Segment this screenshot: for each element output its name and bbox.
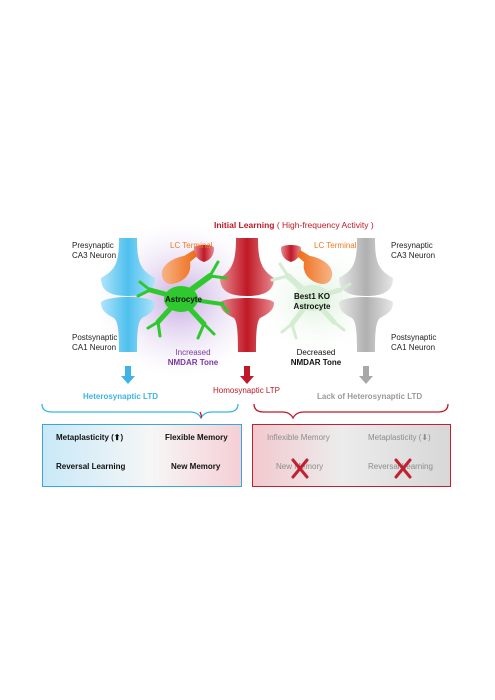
- decreased-tone-label: Decreased NMDAR Tone: [284, 348, 348, 368]
- right-outcome-box: [252, 424, 451, 487]
- left-postsynaptic-line2: CA1 Neuron: [72, 343, 117, 352]
- down-arrow-left: [121, 366, 135, 384]
- down-arrow-center: [240, 366, 254, 384]
- reversal-learning-label: Reversal Learning: [56, 462, 126, 471]
- left-lc-terminal: [161, 250, 197, 284]
- increased-tone-label: Increased NMDAR Tone: [162, 348, 224, 368]
- right-lc-terminal-label: LC Terminal: [314, 241, 357, 250]
- right-lc-terminal: [297, 250, 333, 284]
- right-postsynaptic-line1: Postsynaptic: [391, 333, 437, 342]
- metaplasticity-up-label: Metaplasticity (⬆): [56, 433, 124, 442]
- flexible-memory-label: Flexible Memory: [165, 433, 228, 442]
- decreased-label: Decreased: [296, 348, 336, 357]
- right-red-small-terminal: [281, 245, 301, 262]
- astrocyte-left-soma: [164, 286, 198, 312]
- initial-learning-label: Initial Learning: [214, 220, 275, 230]
- left-outcome-box: [42, 424, 242, 487]
- right-presynaptic-terminal: [339, 238, 393, 296]
- lack-heterosynaptic-ltd-label: Lack of Heterosynaptic LTD: [317, 392, 423, 401]
- left-red-small-terminal: [194, 245, 214, 262]
- heterosynaptic-ltd-label: Heterosynaptic LTD: [83, 392, 158, 401]
- best1-ko-line2: Astrocyte: [293, 302, 331, 311]
- nmdar-tone-left-label: NMDAR Tone: [167, 358, 219, 367]
- best1-ko-astrocyte-label: Best1 KO Astrocyte: [290, 292, 334, 312]
- left-presynaptic-line2: CA3 Neuron: [72, 251, 117, 260]
- high-frequency-label: ( High-frequency Activity ): [276, 220, 374, 230]
- inflexible-memory-label: Inflexible Memory: [267, 433, 330, 442]
- astrocyte-right-soma: [294, 285, 330, 311]
- left-postsynaptic-line1: Postsynaptic: [72, 333, 118, 342]
- right-postsynaptic-label: Postsynaptic CA1 Neuron: [391, 333, 436, 353]
- brace-left-red: [199, 411, 202, 419]
- best1-ko-line1: Best1 KO: [293, 292, 330, 301]
- left-postsynaptic-label: Postsynaptic CA1 Neuron: [72, 333, 117, 353]
- down-arrow-right: [359, 366, 373, 384]
- astrocyte-label: Astrocyte: [165, 295, 202, 304]
- right-postsynaptic-terminal: [339, 297, 393, 352]
- left-presynaptic-label: Presynaptic CA3 Neuron: [72, 241, 116, 261]
- right-presynaptic-label: Presynaptic CA3 Neuron: [391, 241, 435, 261]
- brace-right: [253, 403, 449, 420]
- right-postsynaptic-line2: CA1 Neuron: [391, 343, 436, 352]
- homosynaptic-ltp-label: Homosynaptic LTP: [213, 386, 280, 395]
- center-postsynaptic-terminal: [220, 298, 274, 352]
- left-presynaptic-line1: Presynaptic: [72, 241, 114, 250]
- right-presynaptic-line1: Presynaptic: [391, 241, 433, 250]
- nmdar-tone-right-label: NMDAR Tone: [290, 358, 342, 367]
- left-postsynaptic-terminal: [101, 297, 155, 352]
- left-lc-terminal-label: LC Terminal: [170, 241, 213, 250]
- right-presynaptic-line2: CA3 Neuron: [391, 251, 436, 260]
- header-title: Initial Learning ( High-frequency Activi…: [214, 220, 374, 230]
- new-memory-label: New Memory: [171, 462, 221, 471]
- increased-label: Increased: [175, 348, 211, 357]
- metaplasticity-down-label: Metaplasticity (⬇): [368, 433, 431, 442]
- center-presynaptic-terminal: [220, 238, 274, 296]
